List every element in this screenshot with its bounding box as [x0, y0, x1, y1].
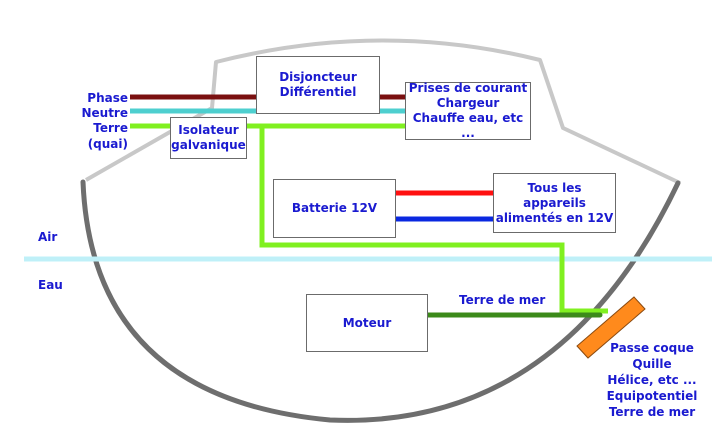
air-label: Air — [38, 230, 58, 244]
batterie-label: Batterie 12V — [291, 201, 378, 215]
neutre-label: Neutre — [81, 106, 128, 120]
terre-de-mer-label: Terre de mer — [459, 293, 546, 307]
appareils-label: Tous les appareils alimentés en 12V — [495, 180, 614, 225]
passe-coque-bar — [576, 296, 646, 359]
terre-label: Terre — [93, 121, 128, 135]
appareils-box: Tous les appareils alimentés en 12V — [493, 173, 616, 233]
deck-outline — [85, 38, 681, 185]
disjoncteur-label: Disjoncteur Différentiel — [279, 70, 357, 99]
prises-box: Prises de courant Chargeur Chauffe eau, … — [405, 81, 531, 140]
isolateur-box: Isolateur galvanique — [170, 117, 247, 159]
prises-label: Prises de courant Chargeur Chauffe eau, … — [408, 81, 528, 140]
quai-label: (quai) — [87, 137, 128, 151]
eau-label: Eau — [38, 278, 63, 292]
disjoncteur-box: Disjoncteur Différentiel — [256, 56, 380, 114]
phase-label: Phase — [87, 91, 128, 105]
batterie-box: Batterie 12V — [273, 179, 396, 238]
isolateur-label: Isolateur galvanique — [171, 123, 246, 152]
passe-coque-label: Passe coque Quille Hélice, etc ... Equip… — [606, 341, 698, 419]
moteur-box: Moteur — [306, 294, 428, 352]
terre-wire-down — [259, 126, 608, 314]
moteur-label: Moteur — [342, 315, 392, 330]
